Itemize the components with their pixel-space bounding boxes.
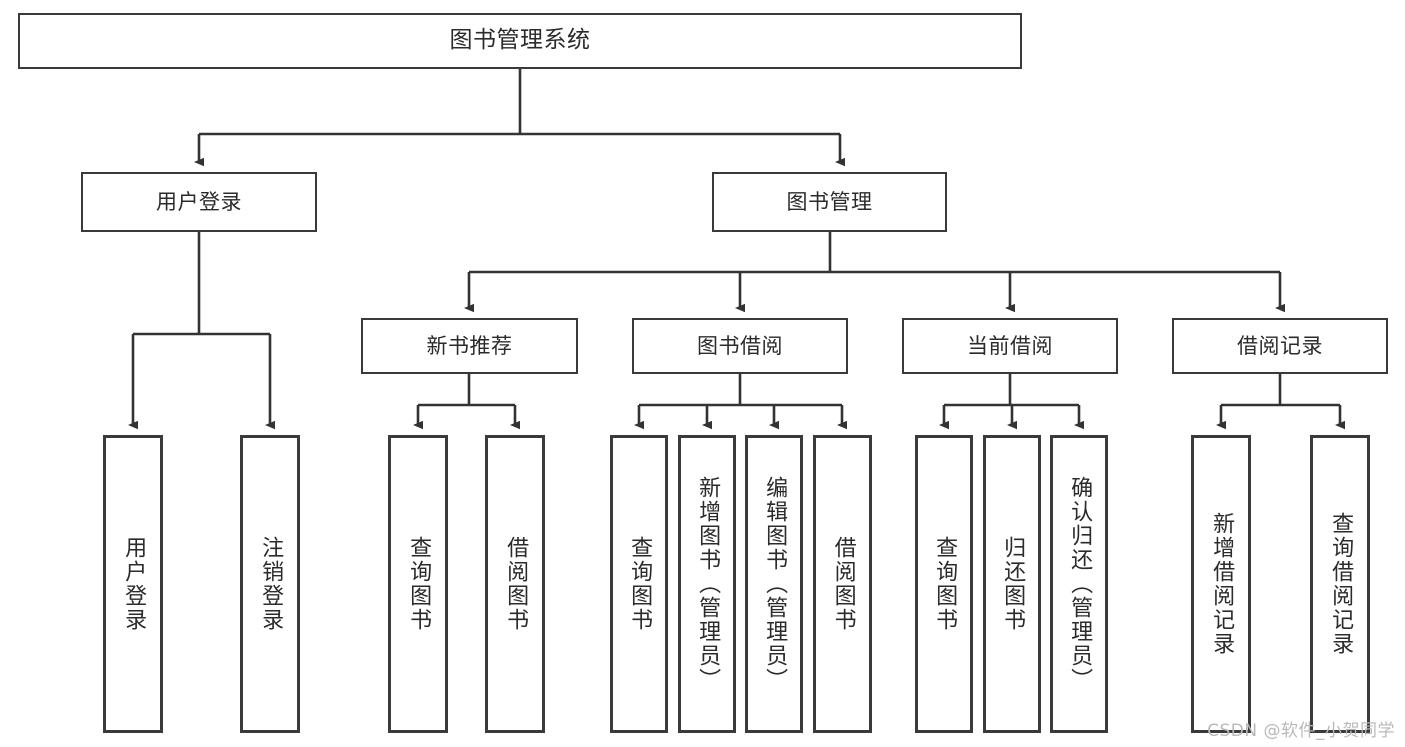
edge-currentborrow-to-leaves bbox=[939, 374, 1084, 430]
node-current-borrow[interactable]: 当前借阅 bbox=[902, 318, 1118, 374]
node-leaf-query-book-3-label: 查询图书 bbox=[932, 536, 958, 632]
node-leaf-add-book[interactable]: 新增图书（管理员） bbox=[678, 435, 736, 733]
node-leaf-query-book-2[interactable]: 查询图书 bbox=[610, 435, 668, 733]
node-leaf-return-book-label: 归还图书 bbox=[1000, 536, 1026, 632]
node-leaf-return-book[interactable]: 归还图书 bbox=[983, 435, 1041, 733]
node-book-manage[interactable]: 图书管理 bbox=[712, 172, 947, 232]
node-leaf-borrow-book-2-label: 借阅图书 bbox=[830, 536, 856, 632]
node-leaf-user-logout[interactable]: 注销登录 bbox=[240, 435, 300, 733]
node-leaf-add-book-label: 新增图书（管理员） bbox=[695, 476, 721, 692]
node-leaf-user-logout-label: 注销登录 bbox=[258, 536, 284, 632]
edge-bookmanage-to-level3 bbox=[464, 232, 1285, 313]
node-leaf-borrow-book-1-label: 借阅图书 bbox=[503, 536, 529, 632]
node-borrow-record-label: 借阅记录 bbox=[1237, 333, 1323, 358]
node-leaf-confirm-return[interactable]: 确认归还（管理员） bbox=[1050, 435, 1108, 733]
edge-userlogin-to-leaves bbox=[128, 232, 275, 430]
node-leaf-query-book-2-label: 查询图书 bbox=[627, 536, 653, 632]
node-leaf-confirm-return-label: 确认归还（管理员） bbox=[1067, 476, 1093, 692]
node-leaf-borrow-book-1[interactable]: 借阅图书 bbox=[485, 435, 545, 733]
node-book-borrow-label: 图书借阅 bbox=[697, 333, 783, 358]
node-leaf-query-record[interactable]: 查询借阅记录 bbox=[1310, 435, 1370, 733]
node-book-borrow[interactable]: 图书借阅 bbox=[632, 318, 848, 374]
node-leaf-query-book-1[interactable]: 查询图书 bbox=[388, 435, 448, 733]
node-new-book-recommend-label: 新书推荐 bbox=[426, 333, 513, 358]
edge-root-to-level2 bbox=[194, 69, 845, 167]
node-leaf-add-record-label: 新增借阅记录 bbox=[1209, 512, 1235, 656]
node-leaf-edit-book-label: 编辑图书（管理员） bbox=[762, 476, 788, 692]
node-leaf-borrow-book-2[interactable]: 借阅图书 bbox=[813, 435, 872, 733]
node-root-system[interactable]: 图书管理系统 bbox=[18, 13, 1022, 69]
edge-borrowrecord-to-leaves bbox=[1216, 374, 1345, 430]
node-leaf-query-book-3[interactable]: 查询图书 bbox=[915, 435, 973, 733]
node-borrow-record[interactable]: 借阅记录 bbox=[1172, 318, 1388, 374]
node-leaf-query-book-1-label: 查询图书 bbox=[406, 536, 432, 632]
edge-bookborrow-to-leaves bbox=[634, 374, 847, 430]
node-leaf-user-login[interactable]: 用户登录 bbox=[103, 435, 163, 733]
node-new-book-recommend[interactable]: 新书推荐 bbox=[361, 318, 578, 374]
edge-newbook-to-leaves bbox=[413, 374, 520, 430]
node-book-manage-label: 图书管理 bbox=[786, 189, 873, 214]
node-leaf-user-login-label: 用户登录 bbox=[121, 536, 147, 632]
node-user-login-label: 用户登录 bbox=[156, 189, 242, 214]
node-root-system-label: 图书管理系统 bbox=[449, 27, 591, 54]
node-leaf-add-record[interactable]: 新增借阅记录 bbox=[1191, 435, 1251, 733]
node-current-borrow-label: 当前借阅 bbox=[967, 333, 1053, 358]
node-user-login[interactable]: 用户登录 bbox=[81, 172, 317, 232]
node-leaf-edit-book[interactable]: 编辑图书（管理员） bbox=[745, 435, 803, 733]
node-leaf-query-record-label: 查询借阅记录 bbox=[1328, 512, 1354, 656]
